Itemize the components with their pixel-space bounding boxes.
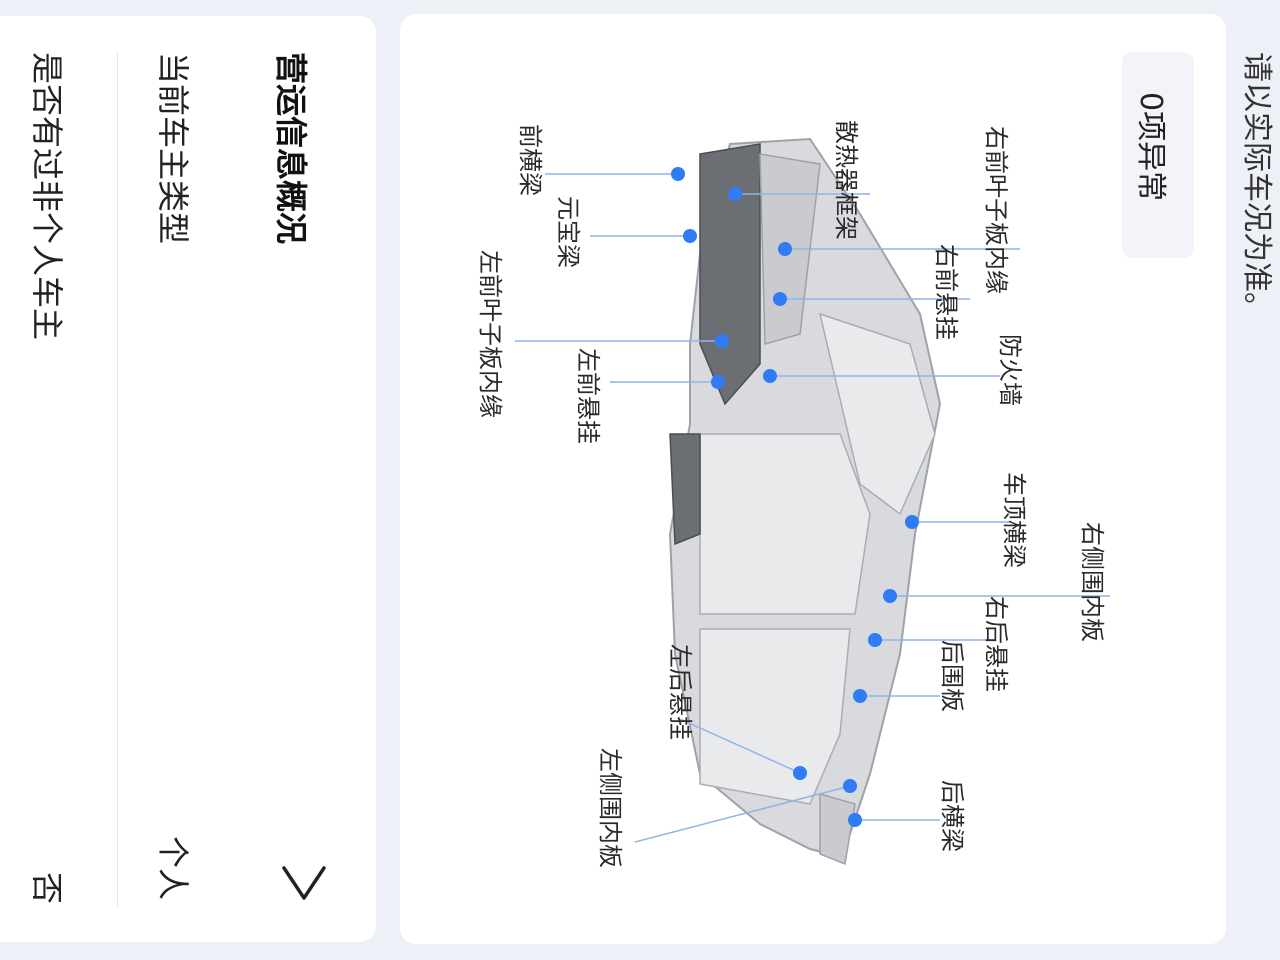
row-divider	[117, 52, 118, 907]
marker-left-rear-suspension[interactable]	[793, 766, 807, 780]
marker-roof-crossbeam[interactable]	[905, 515, 919, 529]
marker-rear-crossbeam[interactable]	[848, 813, 862, 827]
callout-line-left-rear-suspension	[679, 718, 801, 774]
label-left-front-fender-inner: 左前叶子板内缘	[476, 250, 504, 418]
nonpersonal-owner-value: 否	[28, 872, 66, 905]
abnormal-count-text: 0项异常	[1133, 92, 1168, 202]
label-right-front-fender-inner: 右前叶子板内缘	[982, 126, 1010, 294]
label-yuanbao-beam: 元宝梁	[554, 196, 582, 268]
owner-type-label: 当前车主类型	[154, 52, 192, 245]
chevron-right-icon[interactable]	[280, 862, 328, 906]
marker-yuanbao-beam[interactable]	[683, 229, 697, 243]
label-roof-crossbeam: 车顶横梁	[1000, 472, 1028, 568]
callout-markers	[671, 167, 919, 827]
marker-right-rear-suspension[interactable]	[868, 633, 882, 647]
label-left-side-inner-panel: 左侧围内板	[596, 748, 624, 868]
label-rear-panel: 后围板	[938, 640, 966, 712]
marker-right-front-fender-inner[interactable]	[778, 242, 792, 256]
callout-lines	[515, 173, 1110, 843]
label-firewall: 防火墙	[996, 334, 1024, 406]
owner-type-value[interactable]: 个人	[154, 836, 192, 901]
marker-front-crossbeam[interactable]	[671, 167, 685, 181]
label-radiator-frame: 散热器框架	[832, 120, 860, 240]
marker-right-side-inner-panel[interactable]	[883, 589, 897, 603]
abnormal-count-badge	[1122, 52, 1194, 258]
marker-radiator-frame[interactable]	[728, 187, 742, 201]
marker-firewall[interactable]	[763, 369, 777, 383]
marker-rear-panel[interactable]	[853, 689, 867, 703]
label-right-side-inner-panel: 右侧围内板	[1078, 522, 1106, 642]
disclaimer-note: 请以实际车况为准。	[1239, 52, 1274, 322]
label-right-rear-suspension: 右后悬挂	[982, 596, 1010, 692]
nonpersonal-owner-label: 是否有过非个人车主	[28, 52, 66, 341]
callout-line-left-side-inner-panel	[634, 785, 851, 843]
operation-info-card	[0, 16, 376, 942]
car-body-diagram	[515, 137, 1110, 866]
marker-left-front-suspension[interactable]	[711, 375, 725, 389]
label-left-front-suspension: 左前悬挂	[574, 348, 602, 444]
label-left-rear-suspension: 左后悬挂	[666, 644, 694, 740]
label-rear-crossbeam: 后横梁	[938, 780, 966, 852]
label-right-front-suspension: 右前悬挂	[932, 244, 960, 340]
marker-left-front-fender-inner[interactable]	[715, 334, 729, 348]
marker-right-front-suspension[interactable]	[773, 292, 787, 306]
label-front-crossbeam: 前横梁	[516, 124, 544, 196]
section-title: 营运信息概况	[272, 52, 310, 245]
marker-left-side-inner-panel[interactable]	[843, 779, 857, 793]
